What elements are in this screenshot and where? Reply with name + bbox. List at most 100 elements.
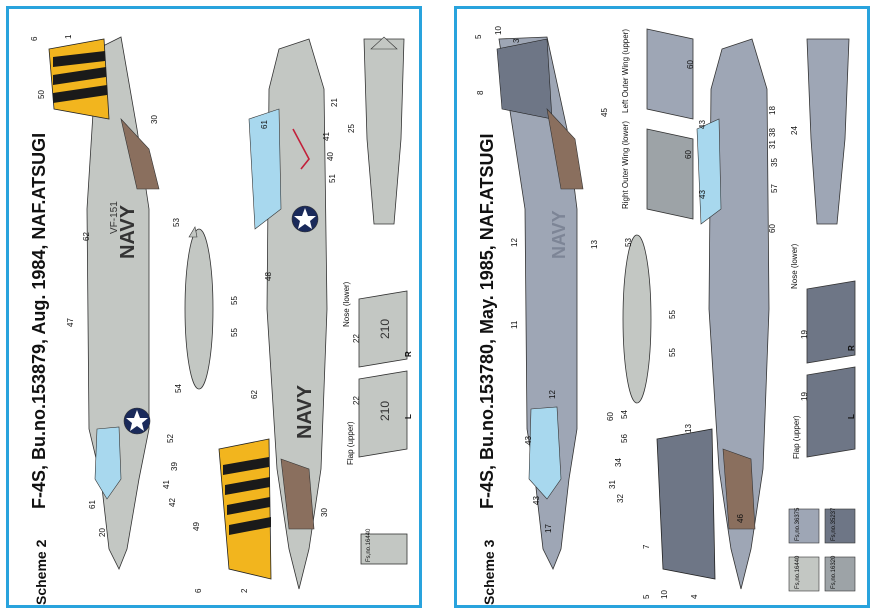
- scheme-3-flap-r: R: [847, 345, 856, 351]
- svg-text:24: 24: [790, 126, 799, 135]
- svg-text:NAVY: NAVY: [294, 384, 316, 439]
- svg-text:43: 43: [698, 120, 707, 129]
- svg-text:43: 43: [524, 436, 533, 445]
- svg-text:210: 210: [378, 401, 392, 421]
- drop-tank: [184, 226, 214, 390]
- svg-text:22: 22: [352, 334, 361, 343]
- svg-text:10: 10: [494, 26, 503, 35]
- color-swatch-16440: [360, 533, 408, 565]
- svg-text:54: 54: [174, 384, 183, 393]
- scheme-3-label: Scheme 3: [481, 539, 497, 605]
- svg-text:17: 17: [544, 524, 553, 533]
- scheme-3-nose-label: Nose (lower): [790, 243, 799, 289]
- scheme-3-flap-label: Flap (upper): [792, 415, 801, 459]
- svg-text:32: 32: [616, 494, 625, 503]
- nose-lower-view: [806, 38, 850, 225]
- svg-text:62: 62: [250, 390, 259, 399]
- scheme-3-title: F-4S, Bu.no.153780, May. 1985, NAF.ATSUG…: [477, 133, 497, 509]
- drop-tank: [622, 234, 652, 404]
- fs-label-36375: Fs,no.36375: [795, 507, 801, 541]
- scheme-3-artwork: NAVY 5 10 3: [474, 26, 856, 599]
- svg-text:51: 51: [328, 174, 337, 183]
- svg-text:55: 55: [668, 310, 677, 319]
- svg-text:25: 25: [347, 124, 356, 133]
- color-swatch-16440: [788, 556, 820, 592]
- svg-text:60: 60: [686, 60, 695, 69]
- svg-text:55: 55: [230, 328, 239, 337]
- svg-text:50: 50: [37, 90, 46, 99]
- svg-text:52: 52: [166, 434, 175, 443]
- svg-text:56: 56: [620, 434, 629, 443]
- callout-numbers: 1 6 50 30 62 47 53 55 55 54 52 39 41 42 …: [30, 34, 361, 593]
- scheme-2-flap-label: Flap (upper): [346, 421, 355, 465]
- svg-text:8: 8: [476, 90, 485, 95]
- svg-text:47: 47: [66, 318, 75, 327]
- svg-text:61: 61: [88, 500, 97, 509]
- svg-text:12: 12: [510, 238, 519, 247]
- svg-text:62: 62: [82, 232, 91, 241]
- svg-text:4: 4: [690, 594, 699, 599]
- svg-text:NAVY: NAVY: [549, 210, 569, 259]
- svg-text:21: 21: [330, 98, 339, 107]
- svg-text:5: 5: [474, 34, 483, 39]
- svg-text:39: 39: [170, 462, 179, 471]
- svg-text:31: 31: [608, 480, 617, 489]
- svg-text:46: 46: [736, 514, 745, 523]
- svg-text:13: 13: [590, 240, 599, 249]
- svg-text:35: 35: [770, 158, 779, 167]
- color-swatches: [788, 508, 856, 592]
- svg-text:60: 60: [606, 412, 615, 421]
- aircraft-side-view: NAVY VF-151: [48, 36, 160, 570]
- svg-text:57: 57: [770, 184, 779, 193]
- svg-text:41: 41: [162, 480, 171, 489]
- svg-text:2: 2: [240, 588, 249, 593]
- svg-text:210: 210: [378, 319, 392, 339]
- svg-text:NAVY: NAVY: [117, 204, 139, 259]
- flap-upper-views: [806, 280, 856, 458]
- scheme-2-nose-label: Nose (lower): [342, 281, 351, 327]
- svg-text:41: 41: [322, 132, 331, 141]
- color-swatch-36375: [788, 508, 820, 544]
- svg-text:VF-151: VF-151: [109, 201, 120, 234]
- svg-text:20: 20: [98, 528, 107, 537]
- svg-text:38: 38: [768, 128, 777, 137]
- svg-text:22: 22: [352, 396, 361, 405]
- fs-label-16440: Fs,no.16440: [795, 555, 801, 589]
- svg-text:43: 43: [698, 190, 707, 199]
- left-outer-wing-label: Left Outer Wing (upper): [621, 28, 630, 113]
- svg-text:7: 7: [642, 544, 651, 549]
- scheme-2-panel: NAVY VF-151 NAVY 210: [6, 6, 422, 608]
- flap-upper-views: 210 210: [358, 290, 408, 458]
- svg-text:42: 42: [168, 498, 177, 507]
- svg-text:1: 1: [64, 34, 73, 39]
- svg-text:45: 45: [600, 108, 609, 117]
- svg-text:49: 49: [192, 522, 201, 531]
- svg-text:60: 60: [684, 150, 693, 159]
- fs-label-16320: Fs,no.16320: [831, 555, 837, 589]
- svg-text:53: 53: [172, 218, 181, 227]
- callout-numbers: 5 10 3 8 45 12 13 11 12 53 55 55 54 60 4…: [474, 26, 809, 599]
- svg-text:3: 3: [512, 38, 521, 43]
- scheme-2-title: F-4S, Bu.no.153879, Aug. 1984, NAF.ATSUG…: [29, 132, 49, 509]
- scheme-3-panel: NAVY 5 10 3: [454, 6, 870, 608]
- svg-text:48: 48: [264, 272, 273, 281]
- right-outer-wing-label: Right Outer Wing (lower): [621, 120, 630, 209]
- aircraft-top-view: NAVY: [218, 38, 328, 590]
- svg-text:12: 12: [548, 390, 557, 399]
- svg-text:31: 31: [768, 140, 777, 149]
- color-swatch-16320: [824, 556, 856, 592]
- svg-text:60: 60: [768, 224, 777, 233]
- svg-text:54: 54: [620, 410, 629, 419]
- fs-label-35237: Fs,no.35237: [831, 507, 837, 541]
- scheme-2-flap-r: R: [404, 351, 413, 357]
- aircraft-top-view: [656, 38, 770, 590]
- svg-text:6: 6: [30, 36, 39, 41]
- scheme-3-flap-l: L: [847, 414, 856, 419]
- svg-text:55: 55: [230, 296, 239, 305]
- svg-text:11: 11: [510, 320, 519, 329]
- svg-text:18: 18: [768, 106, 777, 115]
- svg-text:61: 61: [260, 120, 269, 129]
- svg-text:19: 19: [800, 330, 809, 339]
- svg-text:55: 55: [668, 348, 677, 357]
- scheme-2-flap-l: L: [404, 414, 413, 419]
